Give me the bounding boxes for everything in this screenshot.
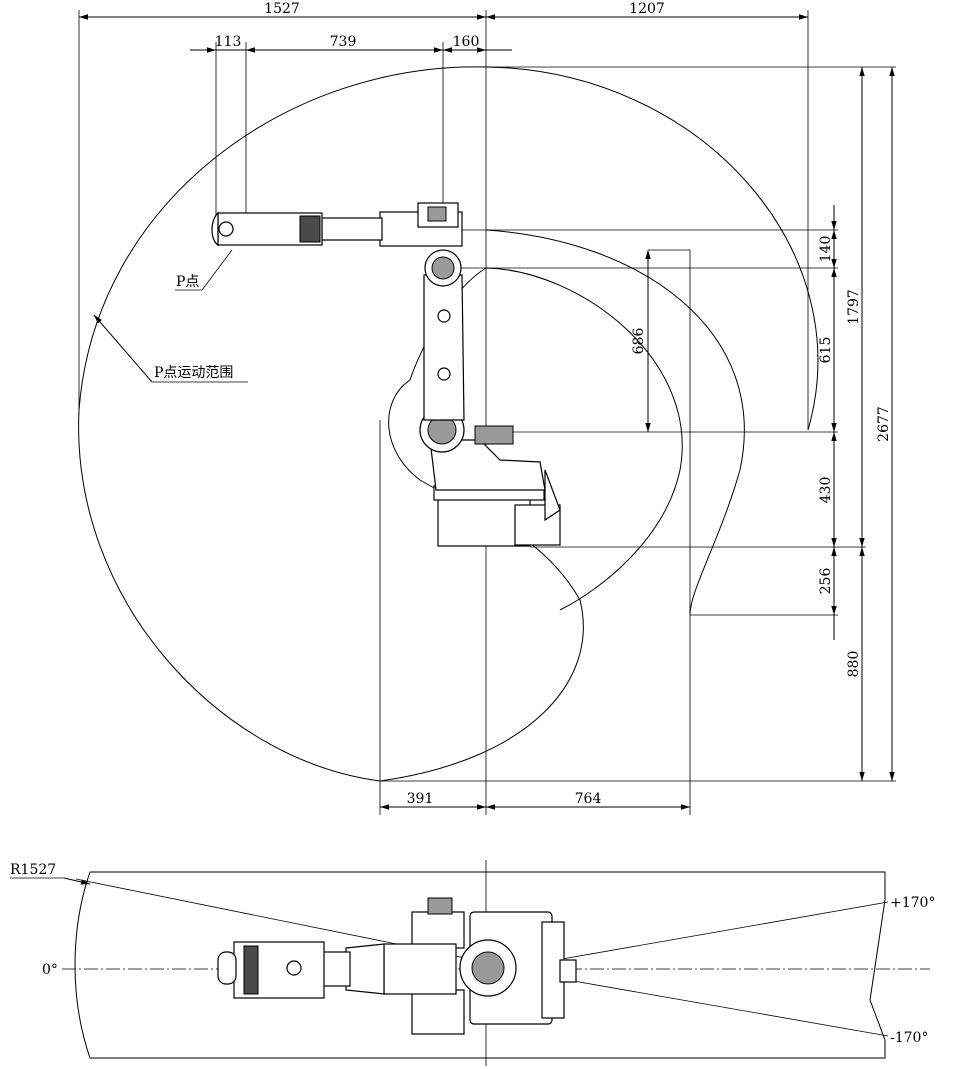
radius-label: R1527	[10, 862, 56, 878]
dim-256: 256	[818, 568, 834, 595]
dimension-top-row: 1527 1207	[78, 1, 809, 815]
angle-plus-label: +170°	[890, 895, 935, 911]
work-envelope-outline	[78, 66, 838, 815]
dimension-right-inner: 140 615 430 256	[818, 205, 837, 640]
dim-880: 880	[846, 651, 862, 678]
dim-615: 615	[818, 337, 834, 364]
angle-minus-label: -170°	[890, 1030, 928, 1046]
dim-1797: 1797	[846, 289, 862, 325]
dim-113: 113	[215, 34, 242, 50]
angle-zero-label: 0°	[42, 962, 58, 978]
robot-top-view	[217, 897, 577, 1035]
dimension-upper-row: 113 739 160	[190, 34, 512, 215]
side-view: 1527 1207 113 739 160	[78, 1, 896, 815]
dim-430: 430	[818, 477, 834, 504]
dim-391: 391	[407, 791, 434, 807]
dim-1207: 1207	[629, 1, 665, 17]
dimension-2677: 2677	[876, 67, 895, 781]
dim-686: 686	[631, 328, 647, 355]
dimension-bottom-row: 391 764	[380, 791, 690, 810]
p-range-label: P点运动范围	[154, 364, 233, 381]
robot-side-view	[211, 202, 561, 547]
dim-140: 140	[818, 236, 834, 263]
dim-2677: 2677	[876, 406, 892, 442]
reference-lines	[440, 66, 896, 782]
p-point-label-group: P点	[175, 249, 233, 291]
dim-160: 160	[453, 34, 480, 50]
dim-739: 739	[330, 34, 357, 50]
dim-1527: 1527	[264, 1, 300, 17]
p-range-label-group: P点运动范围	[93, 314, 248, 383]
dimension-1797-880: 1797 880	[846, 67, 865, 781]
dimension-686: 686	[631, 250, 651, 432]
p-point-label: P点	[176, 274, 199, 290]
dim-764: 764	[575, 791, 602, 807]
radius-label-group: R1527	[10, 862, 91, 885]
top-view: R1527 0° +170° -170°	[10, 860, 935, 1066]
